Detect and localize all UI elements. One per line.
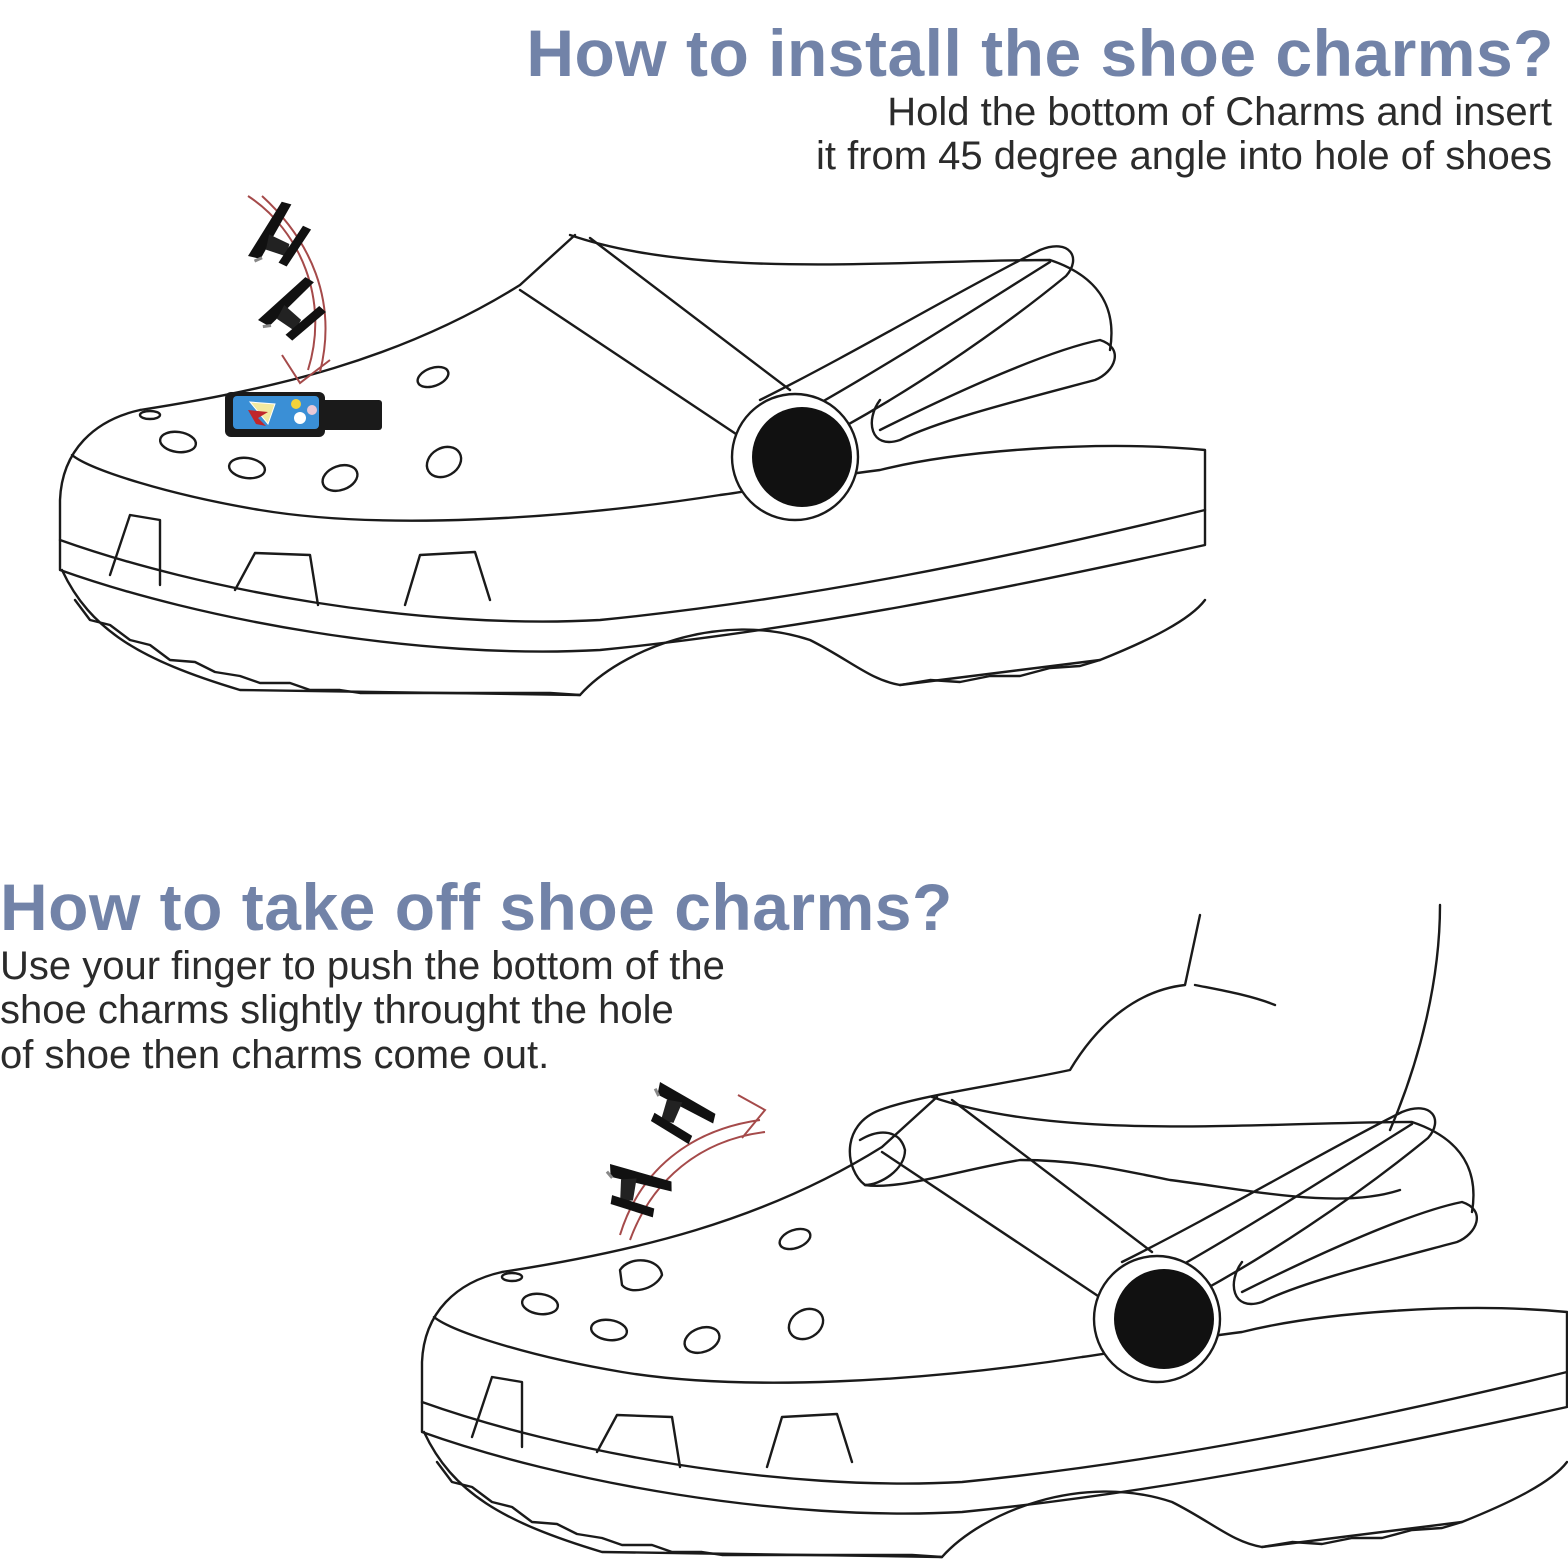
charm-motion-arrow-top — [232, 195, 333, 385]
remove-instruction-line-1: Use your finger to push the bottom of th… — [0, 944, 725, 988]
install-title: How to install the shoe charms? — [526, 16, 1554, 90]
charm-motion-arrow-bottom — [589, 1066, 767, 1292]
remove-instruction-line-2: shoe charms slightly throught the hole — [0, 988, 674, 1032]
install-instruction-line-2: it from 45 degree angle into hole of sho… — [815, 134, 1552, 178]
install-instruction-line-1: Hold the bottom of Charms and insert — [887, 90, 1552, 134]
finger — [848, 903, 1442, 1200]
remove-instruction-line-3: of shoe then charms come out. — [0, 1033, 550, 1077]
charm-top — [225, 392, 382, 437]
remove-title: How to take off shoe charms? — [0, 870, 953, 944]
clog-top — [58, 233, 1207, 697]
